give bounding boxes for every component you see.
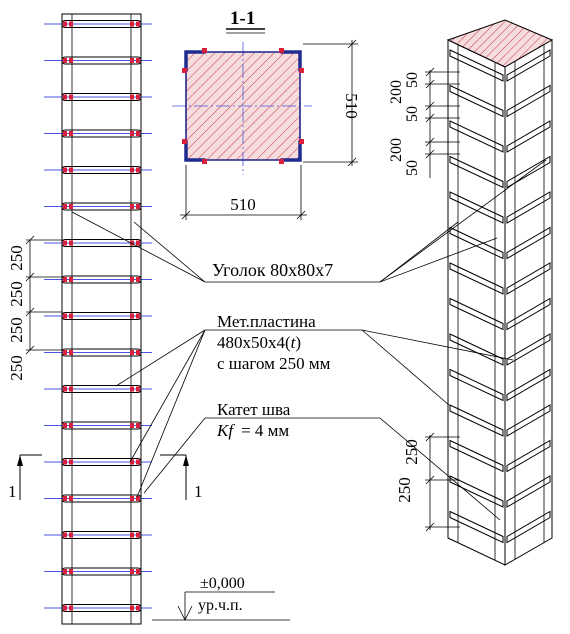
right-isometric-column xyxy=(446,19,554,566)
column-plate xyxy=(449,226,551,260)
section-label: 1-1 xyxy=(230,8,255,29)
section-corner-angles xyxy=(184,50,302,162)
leader-lines xyxy=(71,159,547,521)
plate-callout-line2: 480х50х4(t) xyxy=(217,333,301,352)
right-top-dim-4: 200 xyxy=(388,138,405,162)
column-plate xyxy=(449,439,551,473)
weld-callout-line1: Катет шва xyxy=(217,400,291,419)
left-plate xyxy=(44,567,152,576)
column-plate xyxy=(449,510,551,544)
left-plate xyxy=(44,531,152,539)
left-dim-3: 250 xyxy=(7,317,26,343)
column-plate xyxy=(449,84,551,118)
column-plate xyxy=(449,191,551,224)
level-value: ±0,000 xyxy=(200,575,245,592)
level-mark: ±0,000 ур.ч.п. xyxy=(152,575,290,621)
left-column-outline xyxy=(61,13,142,625)
plate-callout-line1: Мет.пластина xyxy=(217,312,316,331)
left-plate xyxy=(44,20,152,28)
left-plate xyxy=(44,202,152,211)
left-plates-group xyxy=(44,20,152,612)
left-plate xyxy=(44,458,152,466)
left-column-elevation xyxy=(44,13,152,625)
cut-mark-left-label: 1 xyxy=(8,482,17,501)
left-plate xyxy=(44,239,152,247)
column-plate xyxy=(449,49,551,82)
section-dim-vertical: 510 xyxy=(342,93,361,119)
section-dim-horizontal: 510 xyxy=(230,195,256,214)
section-edge-plates xyxy=(185,51,301,161)
left-dim-1: 250 xyxy=(7,245,26,271)
section-1-1: 1-1 xyxy=(172,8,361,220)
column-plate xyxy=(449,262,551,295)
cut-mark-right-label: 1 xyxy=(194,482,203,501)
left-plate xyxy=(44,56,152,65)
column-plate xyxy=(449,333,551,366)
left-plate xyxy=(44,604,152,612)
left-plate xyxy=(44,385,152,393)
left-plate xyxy=(44,421,152,430)
cut-mark-right: 1 xyxy=(160,454,203,501)
right-bottom-dim-2: 250 xyxy=(395,477,414,503)
column-plates-group xyxy=(449,49,551,544)
left-dim-4: 250 xyxy=(7,355,26,381)
column-right-face xyxy=(504,39,553,566)
column-angle-edges xyxy=(457,45,545,560)
section-weld-marks xyxy=(182,48,304,164)
left-dim-2: 250 xyxy=(7,281,26,307)
column-plate xyxy=(449,368,551,402)
column-plate xyxy=(449,120,551,153)
right-top-dim-2: 200 xyxy=(388,80,405,104)
left-plate xyxy=(44,494,152,503)
left-plate xyxy=(44,93,152,101)
left-dimension-chain: 250 250 250 250 xyxy=(7,235,62,381)
column-plate xyxy=(449,155,551,189)
angle-callout-label: Уголок 80х80х7 xyxy=(212,260,333,280)
left-plate xyxy=(44,129,152,138)
column-plate xyxy=(449,404,551,437)
column-plate xyxy=(449,297,551,331)
right-bottom-dim-1: 250 xyxy=(402,439,421,465)
left-plate xyxy=(44,166,152,174)
cut-mark-left: 1 xyxy=(8,454,42,501)
left-plate xyxy=(44,275,152,284)
right-top-dim-1: 50 xyxy=(404,72,421,88)
right-top-dim-5: 50 xyxy=(404,160,421,176)
left-plate xyxy=(44,348,152,357)
right-top-dimension-chain: 50 200 50 200 50 xyxy=(388,67,460,178)
right-bottom-dimension-chain: 250 250 xyxy=(395,432,460,532)
left-plate xyxy=(44,312,152,320)
right-top-dim-3: 50 xyxy=(404,106,421,122)
weld-callout-line2: Kf= 4 мм xyxy=(216,421,289,440)
plate-callout-line3: с шагом 250 мм xyxy=(217,354,331,373)
level-label: ур.ч.п. xyxy=(198,597,243,614)
